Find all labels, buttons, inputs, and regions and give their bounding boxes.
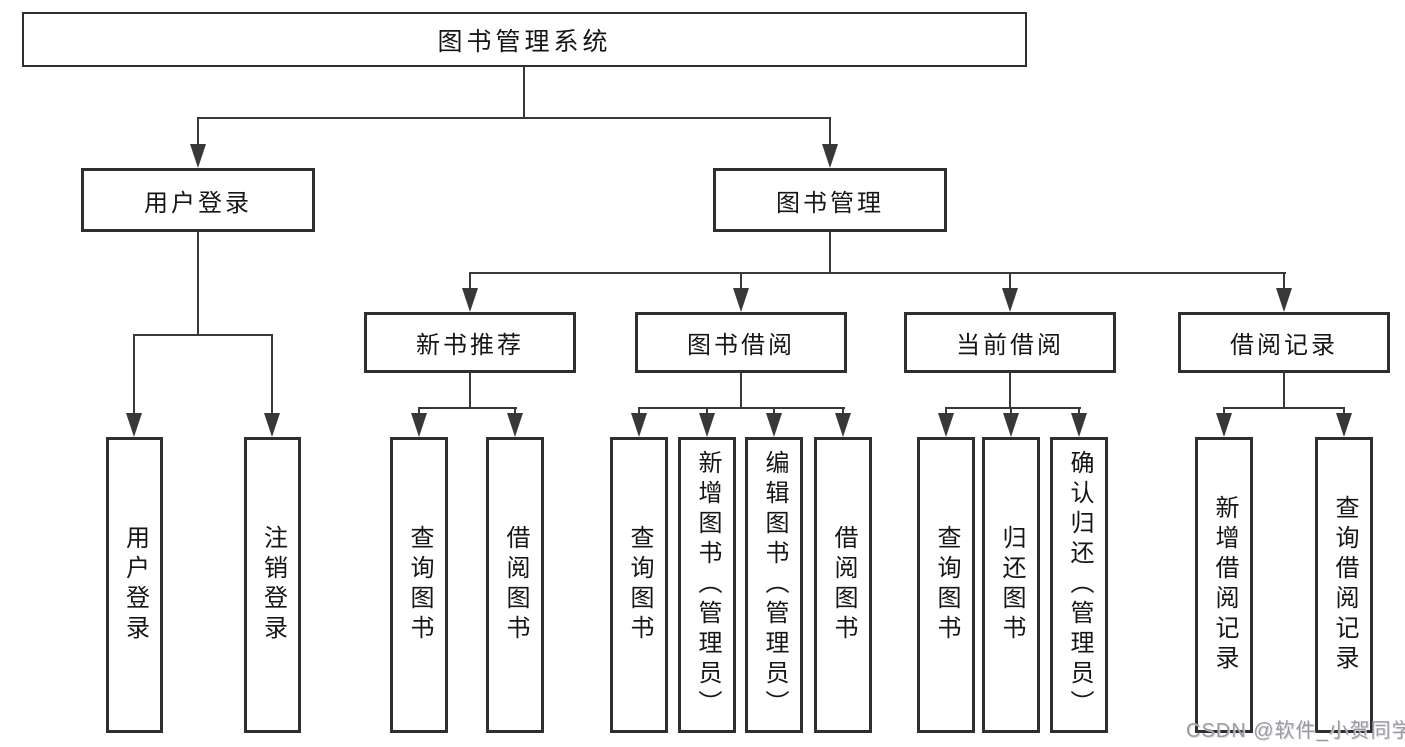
edge-branch-level3: [469, 272, 1286, 274]
leaf-edit-books-admin: 编辑图书（管理员）: [745, 437, 803, 733]
edge-book-management-stem: [829, 231, 831, 273]
edge-book-borrow-stem: [740, 372, 742, 409]
arrow-to-new-book: [462, 288, 478, 312]
arrow-to-user-login: [190, 144, 206, 168]
edge-user-login-stem: [197, 232, 199, 336]
node-new-book-recommend: 新书推荐: [364, 312, 576, 373]
leaf-borrow-books-1: 借阅图书: [486, 437, 544, 733]
edge-book-borrow-connector: [638, 407, 845, 409]
node-user-login: 用户登录: [81, 168, 315, 232]
leaf-query-books-3: 查询图书: [917, 437, 975, 733]
edge-current-borrow-stem: [1009, 372, 1011, 409]
leaf-borrow-books-2: 借阅图书: [814, 437, 872, 733]
edge-branch-level2: [197, 117, 831, 119]
arrow-to-leaf-confirm-return: [1071, 413, 1087, 437]
edge-root-stem: [523, 67, 525, 118]
edge-new-book-connector: [418, 407, 517, 409]
edge-to-current-borrow: [1009, 272, 1011, 292]
edge-to-leaf-logout: [271, 334, 273, 418]
arrow-to-leaf-borrow-books-1: [507, 413, 523, 437]
edge-to-leaf-login: [133, 334, 135, 418]
arrow-to-leaf-edit-books: [766, 413, 782, 437]
leaf-add-books-admin: 新增图书（管理员）: [678, 437, 736, 733]
node-book-borrow: 图书借阅: [635, 312, 847, 373]
arrow-to-book-management: [822, 144, 838, 168]
leaf-user-login: 用户登录: [106, 437, 163, 733]
leaf-query-borrow-record: 查询借阅记录: [1315, 437, 1373, 733]
arrow-to-leaf-query-record: [1336, 413, 1352, 437]
arrow-to-leaf-logout: [264, 413, 280, 437]
arrow-to-book-borrow: [733, 288, 749, 312]
node-current-borrow: 当前借阅: [904, 312, 1116, 373]
arrow-to-leaf-login: [126, 413, 142, 437]
edge-borrow-record-connector: [1223, 407, 1345, 409]
leaf-query-books-2: 查询图书: [610, 437, 668, 733]
arrow-to-current-borrow: [1002, 288, 1018, 312]
leaf-return-books: 归还图书: [982, 437, 1040, 733]
arrow-to-leaf-query-books-1: [411, 413, 427, 437]
edge-to-user-login: [197, 117, 199, 150]
edge-to-book-borrow: [740, 272, 742, 292]
edge-current-borrow-connector: [945, 407, 1081, 409]
leaf-query-books-1: 查询图书: [390, 437, 448, 733]
arrow-to-leaf-borrow-books-2: [835, 413, 851, 437]
edge-user-login-connector: [133, 334, 273, 336]
arrow-to-leaf-query-books-2: [631, 413, 647, 437]
csdn-watermark: CSDN @软件_小贺同学: [1186, 720, 1405, 742]
leaf-confirm-return-admin: 确认归还（管理员）: [1050, 437, 1108, 733]
node-book-management: 图书管理: [713, 168, 947, 232]
leaf-logout: 注销登录: [244, 437, 301, 733]
edge-to-book-management: [829, 117, 831, 150]
edge-to-borrow-record: [1283, 272, 1285, 292]
edge-new-book-stem: [469, 372, 471, 409]
arrow-to-leaf-return-books: [1003, 413, 1019, 437]
arrow-to-leaf-add-books: [699, 413, 715, 437]
node-library-system: 图书管理系统: [22, 12, 1027, 67]
edge-to-new-book: [469, 272, 471, 292]
node-borrow-record: 借阅记录: [1178, 312, 1390, 373]
leaf-add-borrow-record: 新增借阅记录: [1195, 437, 1253, 733]
edge-borrow-record-stem: [1283, 372, 1285, 409]
arrow-to-leaf-query-books-3: [938, 413, 954, 437]
arrow-to-leaf-add-record: [1216, 413, 1232, 437]
arrow-to-borrow-record: [1276, 288, 1292, 312]
